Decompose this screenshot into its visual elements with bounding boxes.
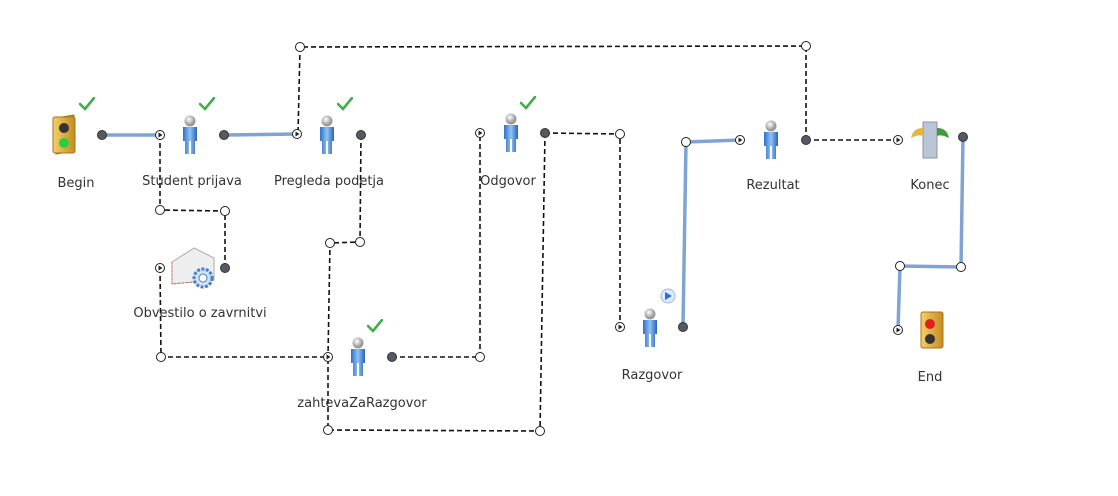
connection-rezultat-pregleda[interactable] (297, 45, 807, 140)
check-icon (367, 319, 383, 333)
person-icon (320, 115, 334, 154)
connection-odgovor-zahteva[interactable] (327, 132, 546, 432)
decision-signpost-icon (911, 121, 949, 159)
ports[interactable] (97, 128, 968, 362)
person-icon (764, 120, 778, 159)
connection-razgovor-rezultat[interactable] (681, 138, 741, 328)
check-icon (79, 97, 95, 111)
connections (102, 45, 965, 432)
email-gear-icon (171, 247, 215, 289)
active-play-icon (660, 288, 676, 304)
node-razgovor[interactable]: Razgovor (622, 288, 683, 383)
person-icon (643, 308, 657, 347)
node-pregleda-podetja[interactable]: Pregleda podetja (274, 97, 384, 189)
node-label: Pregleda podetja (274, 174, 384, 189)
waypoints (155, 41, 966, 436)
node-obvestilo[interactable]: Obvestilo o zavrnitvi (133, 247, 267, 321)
node-begin[interactable]: Begin (52, 97, 95, 191)
node-zahteva-za-razgovor[interactable]: zahtevaZaRazgovor (297, 319, 427, 411)
node-label: zahtevaZaRazgovor (297, 396, 427, 411)
node-rezultat[interactable]: Rezultat (746, 120, 800, 194)
node-label: Obvestilo o zavrnitvi (133, 306, 266, 321)
node-label: Konec (910, 178, 949, 193)
node-label: Odgovor (480, 174, 536, 189)
connection-odgovor-razgovor[interactable] (544, 132, 621, 327)
check-icon (337, 97, 353, 111)
node-student-prijava[interactable]: Student prijava (142, 97, 242, 189)
node-label: Rezultat (746, 178, 799, 193)
check-icon (199, 97, 215, 111)
person-icon (504, 113, 518, 152)
node-odgovor[interactable]: Odgovor (480, 96, 536, 189)
person-icon (351, 337, 365, 376)
traffic-light-red-icon (920, 311, 944, 349)
check-icon (520, 96, 536, 110)
traffic-light-green-icon (52, 114, 76, 155)
connection-student-pregleda[interactable] (223, 132, 298, 137)
node-konec[interactable]: Konec (910, 121, 950, 193)
connection-konec-end[interactable] (896, 136, 965, 331)
node-label: Student prijava (142, 174, 242, 189)
node-label: End (918, 370, 943, 385)
node-label: Begin (57, 176, 94, 191)
person-icon (183, 115, 197, 154)
node-end[interactable]: End (918, 311, 944, 385)
connection-student-obvestilo[interactable] (159, 135, 226, 268)
connection-pregleda-zahteva[interactable] (327, 134, 362, 358)
connection-zahteva-odgovor[interactable] (392, 133, 481, 358)
node-label: Razgovor (622, 368, 683, 383)
